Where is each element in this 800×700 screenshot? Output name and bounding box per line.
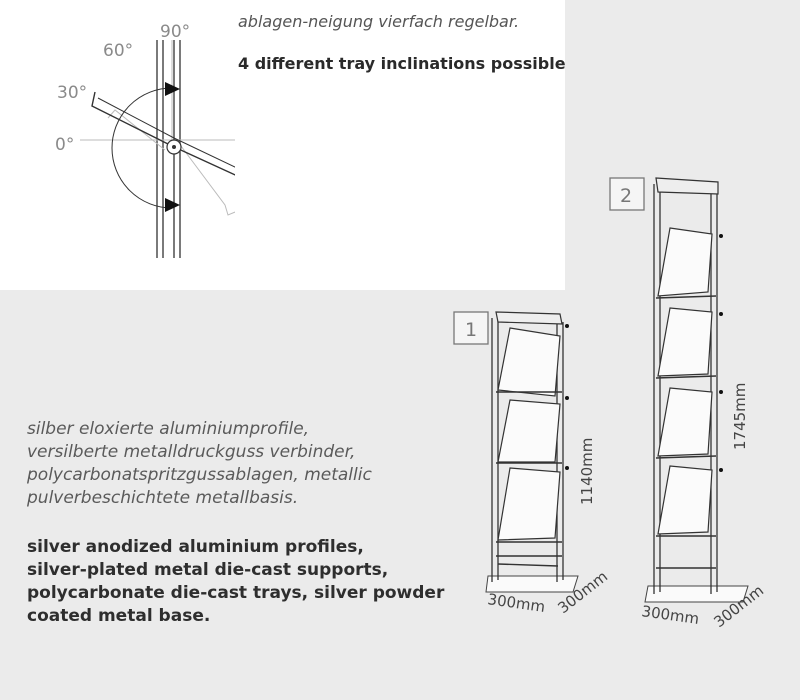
materials-english-line: coated metal base. xyxy=(27,606,211,626)
materials-english: silver anodized aluminium profiles, silv… xyxy=(27,536,457,628)
materials-english-line: silver-plated metal die-cast supports, xyxy=(27,560,389,580)
arrow-lower xyxy=(165,198,180,212)
stand-2-trays xyxy=(657,227,713,535)
materials-german: silber eloxierte aluminiumprofile, versi… xyxy=(27,418,447,510)
stand-2-base xyxy=(644,585,749,603)
materials-english-line: polycarbonate die-cast trays, silver pow… xyxy=(27,583,445,603)
angle-label-90: 90° xyxy=(160,22,190,42)
stand-1-top-cap xyxy=(495,311,563,325)
stand-2-badge: 2 xyxy=(620,185,632,207)
stand-1-trays xyxy=(497,327,561,541)
stand-1-badge-box xyxy=(453,311,489,345)
stand-1-base xyxy=(485,575,579,593)
stand-2-top-cap xyxy=(655,177,719,195)
stand-2-badge-box xyxy=(609,177,645,211)
stand-2: 2 1745mm 300mm 300mm xyxy=(609,177,767,631)
materials-german-line: silber eloxierte aluminiumprofile, xyxy=(27,419,310,439)
angle-label-30: 30° xyxy=(57,83,87,103)
stand-2-height: 1745mm xyxy=(731,383,749,450)
stand-1-badge: 1 xyxy=(465,319,477,341)
angle-label-0: 0° xyxy=(55,135,74,155)
materials-german-line: pulverbeschichtete metallbasis. xyxy=(27,488,299,508)
heading-english: 4 different tray inclinations possible xyxy=(238,54,566,73)
materials-german-line: versilberte metalldruckguss verbinder, xyxy=(27,442,356,462)
arrow-upper xyxy=(165,82,180,96)
rotation-arc xyxy=(111,87,173,209)
inclination-diagram: 90° 60° 30° 0° xyxy=(55,22,235,258)
stand-2-width: 300mm xyxy=(640,602,700,628)
tray-30deg-inner xyxy=(97,97,235,168)
materials-english-line: silver anodized aluminium profiles, xyxy=(27,537,364,557)
heading-german: ablagen-neigung vierfach regelbar. xyxy=(238,12,520,31)
materials-german-line: polycarbonatspritzgussablagen, metallic xyxy=(27,465,372,485)
angle-label-60: 60° xyxy=(103,41,133,61)
inclination-panel xyxy=(0,0,565,290)
pivot-center xyxy=(172,145,176,149)
stand-1-width: 300mm xyxy=(486,590,546,616)
stand-1: 1 1140mm 300mm 300mm xyxy=(453,311,611,617)
stand-1-height: 1140mm xyxy=(578,438,596,505)
